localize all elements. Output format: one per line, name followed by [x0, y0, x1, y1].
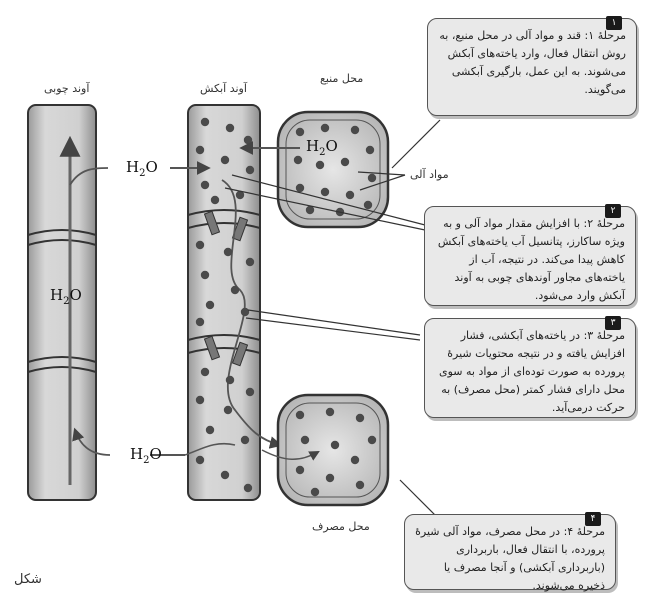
phloem-sugar-dot: [196, 146, 204, 154]
phloem-sugar-dot: [206, 301, 214, 309]
organic-matter-label: مواد آلی: [410, 168, 449, 181]
phloem-sugar-dot: [231, 286, 239, 294]
phloem-sugar-dot: [211, 196, 219, 204]
phloem-sugar-dot: [196, 456, 204, 464]
phloem-sugar-dot: [226, 376, 234, 384]
phloem-sugar-dot: [224, 406, 232, 414]
source-sugar-dot: [321, 188, 329, 196]
source-sugar-dot: [368, 174, 376, 182]
sink-label: محل مصرف: [312, 520, 370, 533]
phloem-sugar-dot: [221, 471, 229, 479]
phloem-sugar-dot: [241, 308, 249, 316]
phloem-sugar-dot: [246, 388, 254, 396]
sink-sugar-dot: [356, 481, 364, 489]
source-sugar-dot: [321, 124, 329, 132]
phloem-label: آوند آبکش: [200, 82, 247, 95]
phloem-sugar-dot: [244, 136, 252, 144]
source-sugar-dot: [364, 201, 372, 209]
sink-sugar-dot: [331, 441, 339, 449]
step-2-text: مرحلهٔ ۲: با افزایش مقدار مواد آلی و به …: [435, 215, 625, 305]
phloem-sugar-dot: [226, 124, 234, 132]
h2o-label-source: H2O: [306, 137, 338, 158]
phloem-sugar-dot: [246, 166, 254, 174]
step-4-text: مرحلهٔ ۴: در محل مصرف، مواد آلی شیرهٔ پر…: [415, 523, 605, 595]
sink-sugar-dot: [356, 414, 364, 422]
h2o-label-sink: H2O: [130, 445, 162, 466]
phloem-sugar-dot: [201, 118, 209, 126]
sink-sugar-dot: [301, 436, 309, 444]
h2o-label-xylem-to-phloem: H2O: [126, 158, 158, 179]
phloem-sugar-dot: [196, 396, 204, 404]
step-3-callout: ۳ مرحلهٔ ۳: در یاخته‌های آبکشی، فشار افز…: [424, 318, 636, 418]
sink-sugar-dot: [311, 488, 319, 496]
source-sugar-dot: [351, 126, 359, 134]
sink-sugar-dot: [296, 466, 304, 474]
step-3-text: مرحلهٔ ۳: در یاخته‌های آبکشی، فشار افزای…: [435, 327, 625, 417]
step-4-callout: ۴ مرحلهٔ ۴: در محل مصرف، مواد آلی شیرهٔ …: [404, 514, 616, 590]
sink-sugar-dot: [326, 408, 334, 416]
xylem-label: آوند چوبی: [44, 82, 89, 95]
step-2-number: ۲: [605, 204, 621, 218]
sink-sugar-dot: [296, 411, 304, 419]
step-1-number: ۱: [606, 16, 622, 30]
water-arrows: [70, 148, 300, 455]
sink-sugar-dot: [326, 474, 334, 482]
source-sugar-dot: [296, 184, 304, 192]
sink-cell: [262, 395, 388, 505]
phloem-sugar-dot: [196, 241, 204, 249]
source-sugar-dot: [316, 161, 324, 169]
phloem-sugar-dot: [224, 248, 232, 256]
source-cell: [278, 112, 388, 227]
step-3-number: ۳: [605, 316, 621, 330]
step-2-callout: ۲ مرحلهٔ ۲: با افزایش مقدار مواد آلی و ب…: [424, 206, 636, 306]
phloem-sugar-dot: [201, 368, 209, 376]
figure-label: شکل: [14, 572, 42, 587]
phloem-sugar-dot: [206, 426, 214, 434]
phloem-sugar-dot: [221, 156, 229, 164]
step-4-number: ۴: [585, 512, 601, 526]
phloem-sugar-dot: [246, 258, 254, 266]
phloem-sugar-dot: [201, 181, 209, 189]
step-1-text: مرحلهٔ ۱: قند و مواد آلی در محل منبع، به…: [438, 27, 626, 99]
phloem-sugar-dot: [244, 484, 252, 492]
sink-sugar-dot: [368, 436, 376, 444]
phloem-sugar-dot: [201, 271, 209, 279]
sink-sugar-dot: [351, 456, 359, 464]
source-sugar-dot: [296, 128, 304, 136]
source-sugar-dot: [366, 146, 374, 154]
source-label: محل منبع: [320, 72, 363, 85]
step-1-callout: ۱ مرحلهٔ ۱: قند و مواد آلی در محل منبع، …: [427, 18, 637, 116]
source-sugar-dot: [294, 156, 302, 164]
h2o-label-xylem: H2O: [50, 286, 82, 307]
phloem-sugar-dot: [241, 436, 249, 444]
phloem-sieve-tube: [188, 105, 280, 500]
source-sugar-dot: [346, 191, 354, 199]
source-sugar-dot: [341, 158, 349, 166]
phloem-sugar-dot: [196, 318, 204, 326]
